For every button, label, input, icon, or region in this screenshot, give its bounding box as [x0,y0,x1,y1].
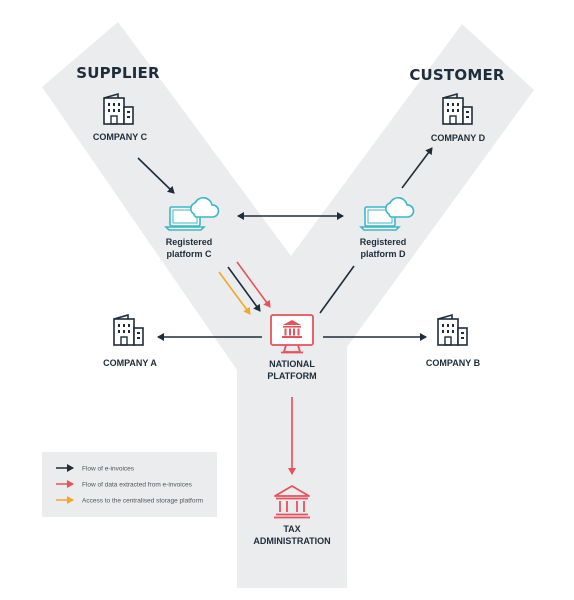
tax-administration: TAX ADMINISTRATION [253,485,331,546]
company-a: COMPANY A [103,314,157,368]
platform-c-line2: platform C [167,249,213,259]
legend-label-einvoices: Flow of e-invoices [82,466,135,473]
company-a-label: COMPANY A [103,358,157,368]
customer-title: CUSTOMER [409,66,505,84]
platform-c-line1: Registered [166,237,213,247]
company-c: COMPANY C [93,93,148,142]
national-line1: NATIONAL [269,359,315,369]
arrow-company-c-to-platform-c [137,157,175,194]
legend-label-storage: Access to the centralised storage platfo… [82,498,203,505]
company-b-label: COMPANY B [426,358,481,368]
tax-line1: TAX [283,524,300,534]
national-platform: NATIONAL PLATFORM [267,314,317,381]
registered-platform-c: Registered platform C [165,196,220,259]
y-background [42,22,534,588]
legend: Flow of e-invoices Flow of data extracte… [42,452,217,517]
arrow-platform-c-to-national-dark [227,266,261,312]
arrow-platform-d-to-company-d [401,147,433,189]
arrow-platform-c-to-national-red [236,261,271,308]
tax-line2: ADMINISTRATION [253,536,330,546]
company-c-label: COMPANY C [93,132,148,142]
company-d: COMPANY D [431,93,486,143]
building-icon [113,314,144,346]
registered-platform-d: Registered platform D [360,196,415,259]
supplier-title: SUPPLIER [76,64,160,82]
line-platform-d-to-national [319,265,355,314]
platform-d-line2: platform D [361,249,407,259]
building-icon [437,314,468,346]
platform-d-line1: Registered [360,237,407,247]
company-b: COMPANY B [426,314,481,368]
legend-label-extracted: Flow of data extracted from e-invoices [82,482,193,489]
company-d-label: COMPANY D [431,133,486,143]
national-line2: PLATFORM [267,371,316,381]
arrow-platform-c-to-national-orange [218,271,251,315]
